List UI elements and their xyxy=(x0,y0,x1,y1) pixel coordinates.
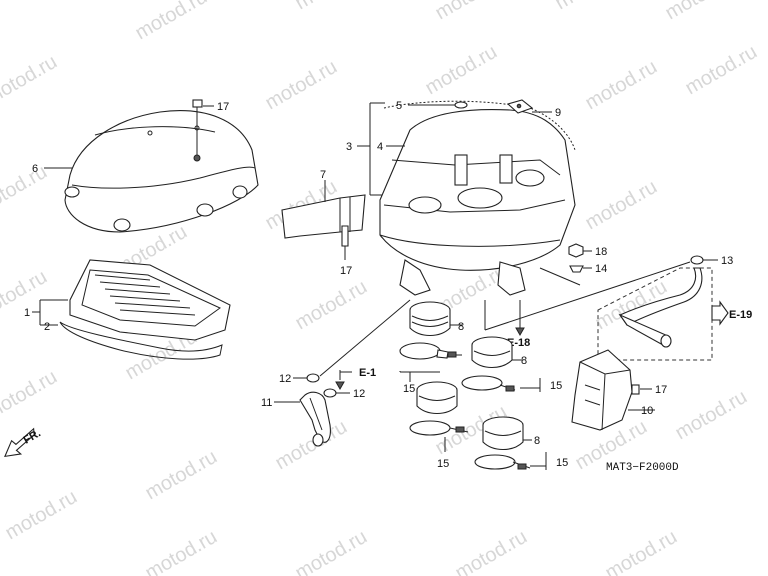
band-15d[interactable] xyxy=(474,454,531,470)
label-10: 10 xyxy=(641,405,653,417)
label-15: 15 xyxy=(556,457,568,469)
label-15: 15 xyxy=(550,380,562,392)
label-15: 15 xyxy=(437,458,449,470)
watermark: motod.ru xyxy=(0,366,61,425)
watermark: motod.ru xyxy=(0,161,51,220)
intake-duct[interactable] xyxy=(281,194,366,247)
label-3: 3 xyxy=(346,141,352,153)
watermark: motod.ru xyxy=(582,56,661,115)
watermark: motod.ru xyxy=(662,0,741,24)
clip-12-lower[interactable] xyxy=(323,388,337,398)
intake-duct-10[interactable] xyxy=(571,349,633,431)
watermark: motod.ru xyxy=(272,416,351,475)
watermark: motod.ru xyxy=(0,51,61,110)
air-cleaner-case[interactable] xyxy=(379,100,576,296)
label-5: 5 xyxy=(396,100,402,112)
diagram-code: MAT3−F2000D xyxy=(606,462,679,474)
watermark: motod.ru xyxy=(262,56,341,115)
ref-arrow-e19[interactable] xyxy=(711,300,729,326)
band-15b[interactable] xyxy=(461,375,516,392)
label-17: 17 xyxy=(217,101,229,113)
connecting-tube-8d[interactable] xyxy=(482,416,524,451)
label-14: 14 xyxy=(595,263,607,275)
clip-13[interactable] xyxy=(690,255,704,265)
label-11: 11 xyxy=(261,397,272,409)
label-12: 12 xyxy=(353,388,365,400)
watermark: motod.ru xyxy=(422,41,501,100)
front-direction-arrow xyxy=(4,427,35,458)
bolt-17-top[interactable] xyxy=(192,99,203,155)
label-2: 2 xyxy=(44,321,50,333)
label-12: 12 xyxy=(279,373,291,385)
label-8: 8 xyxy=(521,355,527,367)
grommet-5[interactable] xyxy=(454,101,468,109)
band-15c[interactable] xyxy=(409,420,469,436)
label-15: 15 xyxy=(403,383,415,395)
connecting-tube-8b[interactable] xyxy=(471,336,513,369)
grommet-14[interactable] xyxy=(569,265,584,273)
ref-e19[interactable]: E-19 xyxy=(729,309,752,321)
label-17: 17 xyxy=(340,265,352,277)
watermark: motod.ru xyxy=(292,526,371,576)
watermark: motod.ru xyxy=(682,41,761,100)
label-6: 6 xyxy=(32,163,38,175)
air-cleaner-cover[interactable] xyxy=(64,110,259,233)
label-8: 8 xyxy=(458,321,464,333)
watermark: motod.ru xyxy=(602,526,681,576)
label-18: 18 xyxy=(595,246,607,258)
connecting-tube-8a[interactable] xyxy=(409,301,451,337)
watermark: motod.ru xyxy=(2,486,81,545)
watermark: motod.ru xyxy=(142,526,221,576)
clip-12-upper[interactable] xyxy=(306,373,320,383)
air-cleaner-element[interactable] xyxy=(59,259,231,360)
watermark: motod.ru xyxy=(142,446,221,505)
label-1: 1 xyxy=(24,307,30,319)
label-9: 9 xyxy=(555,107,561,119)
nut-18[interactable] xyxy=(568,243,584,258)
watermark: motod.ru xyxy=(452,526,531,576)
watermark: motod.ru xyxy=(432,0,511,24)
connecting-tube-8c[interactable] xyxy=(416,381,458,415)
plate-9[interactable] xyxy=(506,99,534,114)
watermark: motod.ru xyxy=(582,176,661,235)
watermark: motod.ru xyxy=(672,386,751,445)
label-4: 4 xyxy=(377,141,383,153)
watermark: motod.ru xyxy=(552,0,631,14)
watermark: motod.ru xyxy=(292,276,371,335)
watermark: motod.ru xyxy=(132,0,211,44)
ref-e1[interactable]: E-1 xyxy=(359,367,376,379)
watermark: motod.ru xyxy=(292,0,371,14)
bolt-17-duct[interactable] xyxy=(631,384,640,395)
label-13: 13 xyxy=(721,255,733,267)
breather-hose[interactable] xyxy=(618,267,703,348)
band-15a[interactable] xyxy=(399,342,462,360)
label-7: 7 xyxy=(320,169,326,181)
ref-e18[interactable]: E-18 xyxy=(507,337,530,349)
label-8: 8 xyxy=(534,435,540,447)
label-17: 17 xyxy=(655,384,667,396)
direction-label: FR. xyxy=(22,427,43,446)
drain-hose-11[interactable] xyxy=(299,391,331,447)
